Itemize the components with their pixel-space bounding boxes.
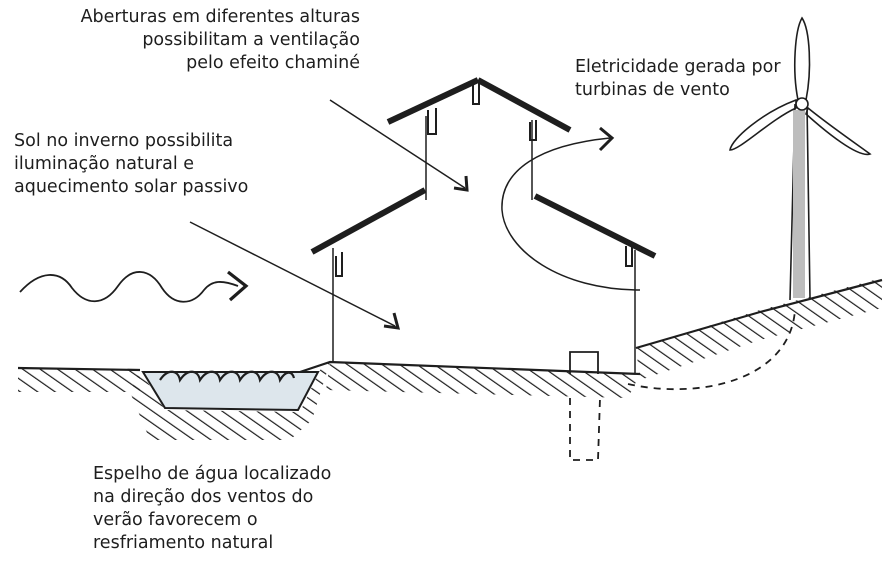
house — [310, 77, 657, 374]
well-box — [569, 351, 599, 374]
ventilation-line-1: Aberturas em diferentes alturas — [80, 7, 360, 27]
roof-bracket-3 — [472, 82, 480, 105]
roof-lower-right — [533, 193, 657, 259]
turbine-hub — [795, 97, 809, 111]
turbine-blade-up — [794, 16, 811, 101]
turbine-blade-right — [805, 106, 872, 156]
well-dashed — [569, 397, 601, 461]
water-mirror-line-3: verão favorecem o — [93, 510, 258, 530]
wind-wave — [19, 271, 239, 303]
water-mirror-line-1: Espelho de água localizado — [93, 464, 332, 484]
turbine-blade-left — [729, 98, 797, 151]
leader-lines — [189, 99, 469, 330]
wind-power-line-2: turbinas de vento — [575, 80, 730, 100]
water-mirror-line-2: na direção dos ventos do — [93, 487, 314, 507]
wind-arrowhead — [227, 270, 249, 302]
sun-arrowhead — [383, 312, 401, 330]
foundation-well — [569, 309, 796, 461]
wind-turbine — [729, 16, 872, 301]
roof-bracket-4 — [529, 120, 537, 141]
winter-sun-line-3: aquecimento solar passivo — [14, 177, 249, 197]
ventilation-line-2: possibilitam a ventilação — [142, 30, 360, 50]
roof-lower-left — [310, 187, 427, 255]
ground-hatch-pond-edges — [130, 362, 330, 440]
sun-leader — [189, 221, 396, 327]
roof-bracket-5 — [625, 244, 633, 267]
winter-sun-line-1: Sol no inverno possibilita — [14, 131, 234, 151]
ventilation-arrowhead — [453, 175, 469, 192]
ground-line — [17, 278, 883, 376]
roof-upper-right — [476, 77, 572, 133]
chimney-airflow-arrowhead — [598, 126, 615, 152]
wind-flow — [19, 270, 249, 303]
winter-sun-annotation: Sol no inverno possibilita iluminação na… — [14, 130, 248, 199]
roof-bracket-1 — [335, 252, 343, 277]
wind-power-annotation: Eletricidade gerada por turbinas de vent… — [575, 56, 781, 102]
water-waves — [159, 370, 296, 384]
ground-hatch-left — [18, 368, 140, 392]
water-body — [141, 371, 320, 412]
winter-sun-line-2: iluminação natural e — [14, 154, 195, 174]
roof-bracket-2 — [427, 108, 437, 135]
chimney-airflow-arrow — [501, 137, 641, 291]
cable-dashed — [627, 309, 796, 391]
roof-upper-left — [386, 77, 480, 125]
ventilation-line-3: pelo efeito chaminé — [186, 53, 360, 73]
ventilation-annotation: Aberturas em diferentes alturas possibil… — [81, 6, 360, 75]
water-mirror-annotation: Espelho de água localizado na direção do… — [93, 463, 331, 555]
ventilation-leader — [329, 99, 466, 189]
ground-hatch-right — [636, 278, 882, 380]
turbine-tower-shade — [793, 110, 805, 298]
ground — [17, 278, 883, 440]
wind-power-line-1: Eletricidade gerada por — [575, 57, 781, 77]
water-pond — [141, 370, 320, 412]
water-mirror-line-4: resfriamento natural — [93, 533, 274, 553]
